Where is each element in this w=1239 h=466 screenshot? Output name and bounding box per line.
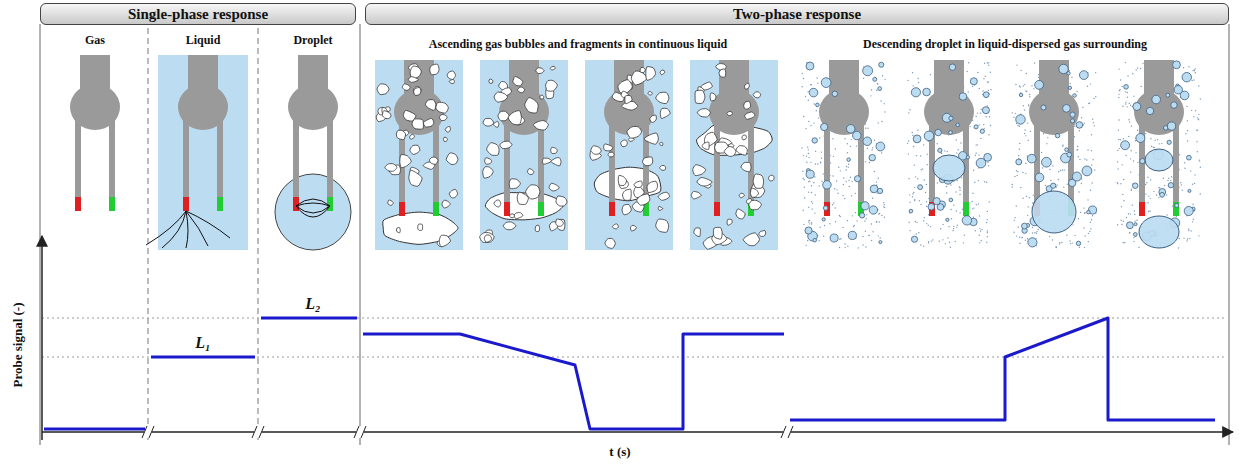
droplet-panel bbox=[1117, 60, 1202, 249]
signal-trace bbox=[363, 334, 784, 429]
probe bbox=[924, 60, 974, 216]
signal-trace bbox=[151, 356, 255, 359]
probe bbox=[178, 55, 228, 211]
bubble-panel bbox=[480, 60, 568, 250]
signal-trace bbox=[790, 318, 1215, 420]
level-label: L₁ bbox=[195, 334, 210, 352]
signal-plot bbox=[42, 236, 1233, 440]
column-heading: Descending droplet in liquid-dispersed g… bbox=[863, 37, 1147, 52]
signal-trace bbox=[44, 428, 145, 431]
column-heading: Droplet bbox=[293, 33, 332, 48]
droplet-panel bbox=[907, 60, 992, 248]
bubble-panel bbox=[690, 60, 778, 250]
signal-trace bbox=[261, 317, 357, 320]
probe bbox=[1134, 60, 1184, 216]
probe bbox=[819, 60, 869, 216]
bubble-panel bbox=[375, 60, 463, 250]
section-header: Single-phase response bbox=[40, 3, 356, 25]
panel-frame bbox=[40, 24, 1229, 445]
level-label: L₂ bbox=[305, 295, 320, 313]
bubble-panel bbox=[585, 60, 673, 250]
axis-title: Probe signal (-) bbox=[10, 303, 26, 388]
droplet-panel bbox=[801, 60, 886, 249]
probe bbox=[70, 55, 120, 211]
section-header: Two-phase response bbox=[365, 3, 1229, 25]
probe bbox=[288, 55, 338, 211]
probe-illustrations bbox=[70, 55, 1201, 250]
column-heading: Gas bbox=[85, 33, 105, 48]
header-text: Single-phase response bbox=[128, 6, 268, 23]
axis-title: t (s) bbox=[609, 444, 630, 460]
column-heading: Ascending gas bubbles and fragments in c… bbox=[429, 37, 727, 52]
droplet-panel bbox=[1011, 60, 1096, 248]
probe bbox=[394, 60, 444, 216]
probe bbox=[499, 60, 549, 216]
header-text: Two-phase response bbox=[733, 6, 861, 23]
column-heading: Liquid bbox=[186, 33, 221, 48]
